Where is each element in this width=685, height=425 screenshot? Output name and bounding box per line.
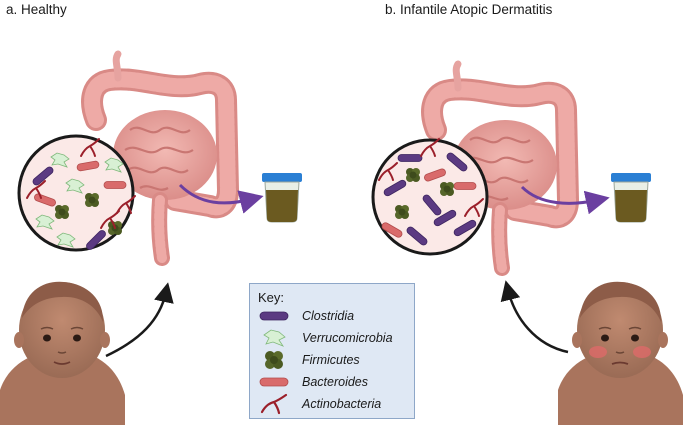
legend-title: Key: [258, 290, 285, 305]
bacteroides-icon [259, 377, 289, 387]
legend-item-firmicutes: Firmicutes [256, 350, 360, 370]
panel-b-dermatitis-infant-icon [558, 281, 683, 425]
panel-a-healthy-infant-icon [0, 281, 125, 425]
panel-b-title: b. Infantile Atopic Dermatitis [385, 2, 553, 17]
panel-a-stool-sample-icon [262, 173, 302, 223]
rash-left [589, 346, 607, 358]
clostridia-icon [259, 311, 289, 321]
panel-a-microbiome-zoom [17, 134, 136, 252]
panel-b-infant-to-gut-arrow [500, 280, 569, 354]
legend-item-verrucomicrobia: Verrucomicrobia [256, 328, 393, 348]
verrucomicrobia-icon [263, 329, 286, 347]
legend-label: Clostridia [302, 309, 355, 323]
legend-item-clostridia: Clostridia [256, 306, 354, 326]
legend-label: Actinobacteria [302, 397, 382, 411]
panel-b-sample-arrow [520, 185, 610, 215]
legend-label: Firmicutes [302, 353, 360, 367]
firmicutes-icon [265, 351, 283, 369]
legend-item-bacteroides: Bacteroides [256, 372, 368, 392]
panel-b-microbiome-zoom [371, 138, 489, 256]
actinobacteria-icon [260, 393, 288, 415]
legend-label: Verrucomicrobia [302, 331, 393, 345]
panel-a-infant-to-gut-arrow [105, 282, 174, 358]
panel-a-sample-arrow [178, 183, 264, 214]
legend-key: Key: Clostridia Verrucomicrobia Firmicut… [249, 283, 415, 419]
panel-b-stool-sample-icon [611, 173, 651, 223]
legend-label: Bacteroides [302, 375, 369, 389]
legend-item-actinobacteria: Actinobacteria [256, 393, 382, 415]
panel-a-title: a. Healthy [6, 2, 67, 17]
rash-right [633, 346, 651, 358]
